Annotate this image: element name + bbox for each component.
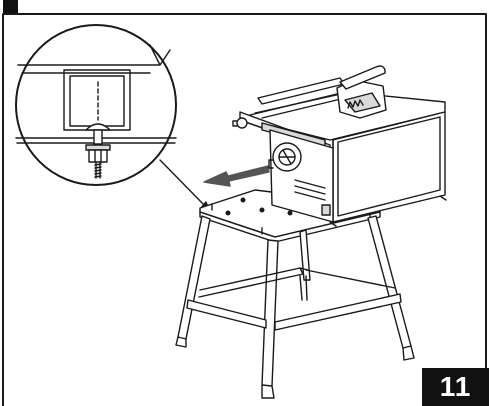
direction-arrow-left xyxy=(203,165,270,187)
table-saw xyxy=(232,65,447,227)
bolt-detail-inset xyxy=(15,24,177,186)
saw-stand xyxy=(175,189,415,399)
step-number-badge: 11 xyxy=(422,368,489,406)
page-corner-mark xyxy=(3,0,18,13)
figure-border xyxy=(2,13,487,406)
detail-leader-line xyxy=(159,159,210,211)
